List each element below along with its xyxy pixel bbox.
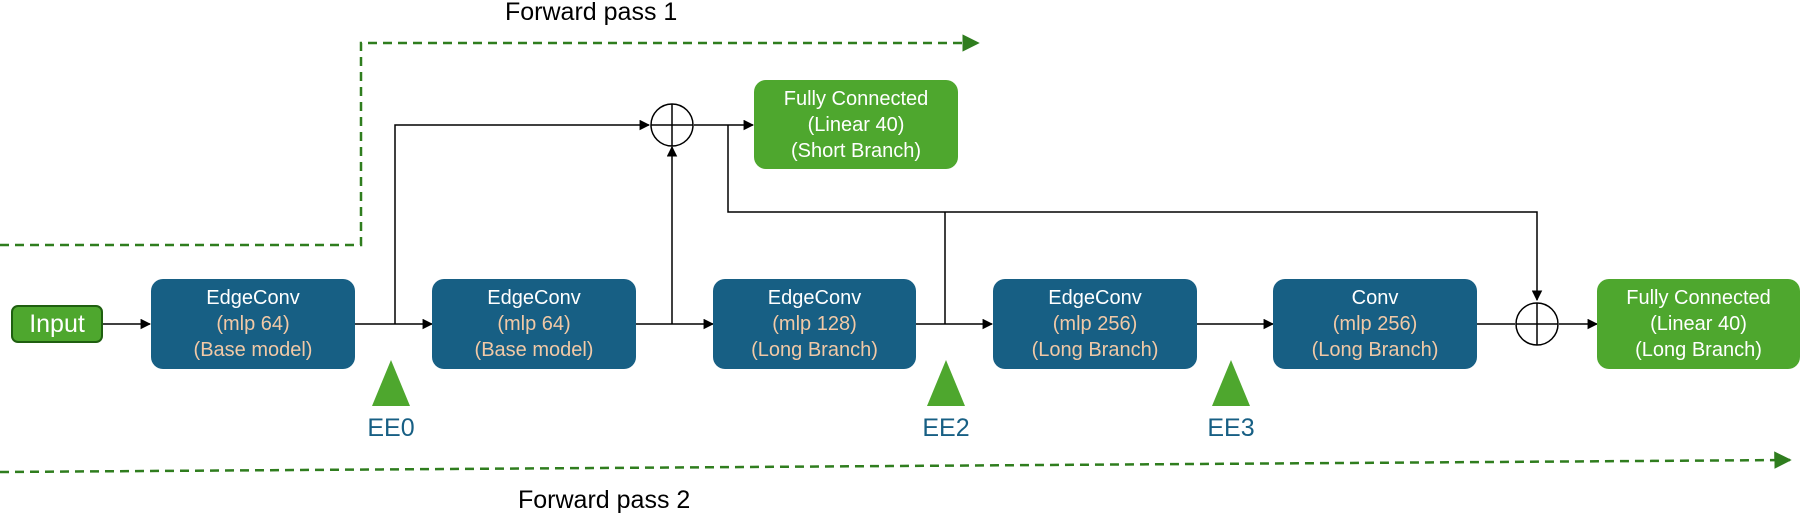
block-title: EdgeConv — [206, 287, 300, 309]
block-mlp: (mlp 256) — [1052, 313, 1138, 335]
block-title: EdgeConv — [487, 287, 581, 309]
ee0-label: EE0 — [367, 414, 415, 442]
block-title: EdgeConv — [1048, 287, 1142, 309]
block-branch: (Base model) — [474, 339, 594, 361]
block-mlp: (mlp 256) — [1332, 313, 1418, 335]
forward-pass-1-label: Forward pass 1 — [505, 0, 678, 26]
forward-pass-2-label: Forward pass 2 — [518, 486, 691, 514]
sum1-to-sum2-path — [727, 125, 1543, 302]
fc-title: Fully Connected — [783, 87, 929, 110]
fc-layer: (Linear 40) — [807, 113, 905, 136]
block-edgeconv-1: EdgeConv (mlp 64) (Base model) — [151, 279, 355, 369]
block-branch: (Long Branch) — [751, 339, 878, 361]
skip-block1-to-sum1 — [394, 119, 651, 324]
block-title: Conv — [1351, 287, 1399, 309]
ee2-marker-icon — [927, 360, 965, 406]
block-title: EdgeConv — [767, 287, 862, 309]
forward-pass-2-path — [0, 451, 1792, 474]
ee2-label: EE2 — [922, 414, 970, 442]
block-branch: (Long Branch) — [1031, 339, 1159, 361]
block-branch: (Base model) — [193, 339, 313, 361]
input-node: Input — [11, 305, 103, 343]
block-edgeconv-4: EdgeConv (mlp 256) (Long Branch) — [993, 279, 1197, 369]
forward-pass-1-path — [0, 34, 980, 247]
sum-node-1 — [650, 103, 694, 147]
block-mlp: (mlp 64) — [216, 313, 290, 335]
block-branch: (Long Branch) — [1311, 339, 1439, 361]
ee3-label: EE3 — [1207, 414, 1255, 442]
sum-node-2 — [1515, 302, 1559, 346]
block-mlp: (mlp 64) — [497, 313, 571, 335]
block-conv-5: Conv (mlp 256) (Long Branch) — [1273, 279, 1477, 369]
block-mlp: (mlp 128) — [772, 313, 857, 335]
ee0-marker-icon — [372, 360, 410, 406]
fc-layer: (Linear 40) — [1650, 313, 1747, 335]
ee3-marker-icon — [1212, 360, 1250, 406]
fc-long-branch: Fully Connected (Linear 40) (Long Branch… — [1597, 279, 1800, 369]
block-edgeconv-2: EdgeConv (mlp 64) (Base model) — [432, 279, 636, 369]
fc-title: Fully Connected — [1626, 287, 1771, 309]
fc-short-branch: Fully Connected (Linear 40) (Short Branc… — [754, 80, 958, 169]
fc-branch: (Long Branch) — [1635, 339, 1762, 361]
block-edgeconv-3: EdgeConv (mlp 128) (Long Branch) — [713, 279, 916, 369]
fc-branch: (Short Branch) — [790, 139, 922, 162]
